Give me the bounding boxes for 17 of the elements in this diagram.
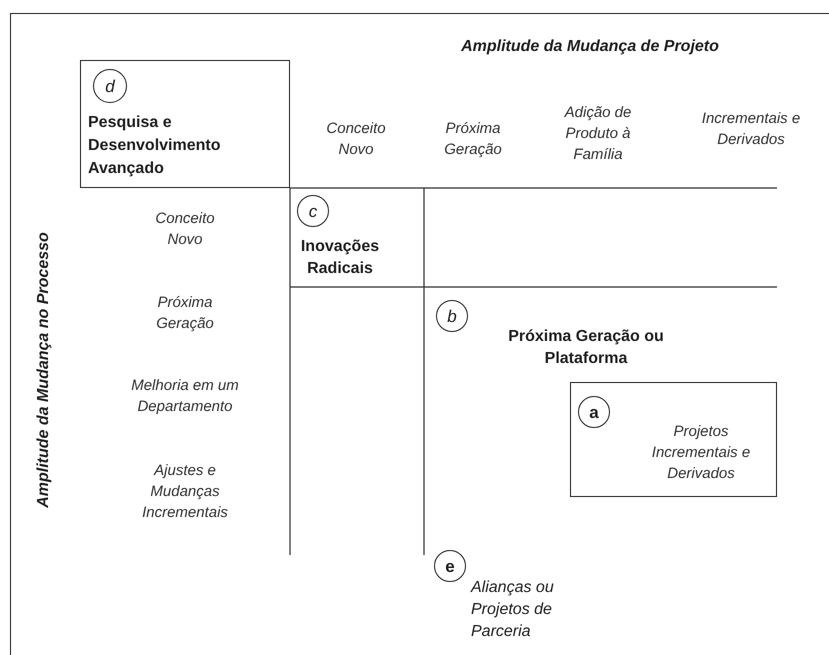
quadrant-title: Alianças ou Projetos de Parceria bbox=[471, 578, 555, 642]
quadrant-title: Inovações Radicais bbox=[300, 237, 380, 279]
row-header: Melhoria em um Departamento bbox=[130, 376, 240, 417]
column-header: Incrementais e Derivados bbox=[700, 109, 802, 150]
column-header: Conceito Novo bbox=[325, 119, 387, 160]
row-header: Ajustes e Mudanças Incrementais bbox=[141, 461, 229, 523]
category-title: Pesquisa e Desenvolvimento Avançado bbox=[88, 113, 222, 179]
axis-label: Amplitude da Mudança de Projeto bbox=[460, 37, 720, 57]
quadrant-title: Próxima Geração ou Plataforma bbox=[507, 327, 665, 369]
category-box bbox=[80, 60, 290, 188]
row-header: Conceito Novo bbox=[154, 209, 216, 250]
axis-label: Amplitude da Mudança no Processo bbox=[34, 232, 53, 508]
column-header: Próxima Geração bbox=[443, 119, 503, 160]
column-header: Adição de Produto à Família bbox=[563, 103, 632, 165]
row-header: Próxima Geração bbox=[155, 293, 215, 334]
category-box bbox=[570, 382, 777, 497]
category-title: Projetos Incrementais e Derivados bbox=[650, 422, 752, 484]
